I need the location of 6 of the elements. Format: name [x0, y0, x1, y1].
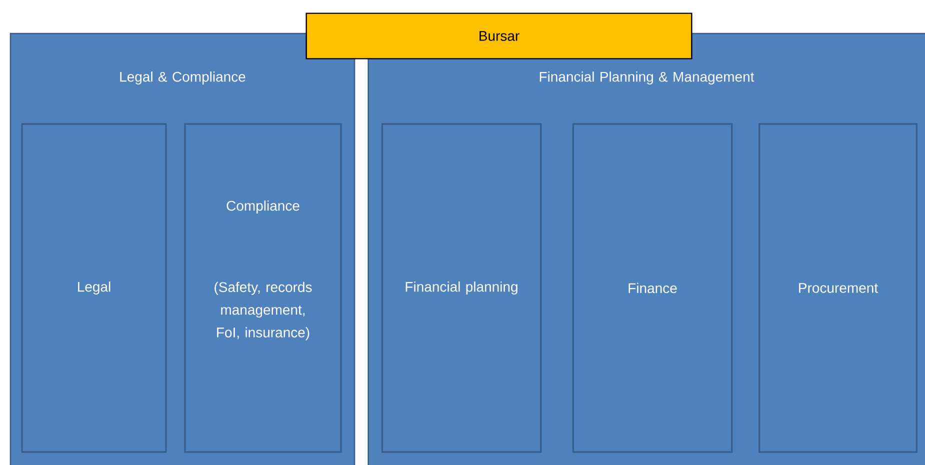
- unit-box: Legal: [21, 123, 167, 453]
- unit-box: Financial planning: [381, 123, 542, 453]
- unit-box: Procurement: [758, 123, 918, 453]
- unit-box: Compliance (Safety, records management, FoI, insurance): [184, 123, 342, 453]
- title-box: Bursar: [306, 12, 692, 60]
- unit-box: Finance: [572, 123, 733, 453]
